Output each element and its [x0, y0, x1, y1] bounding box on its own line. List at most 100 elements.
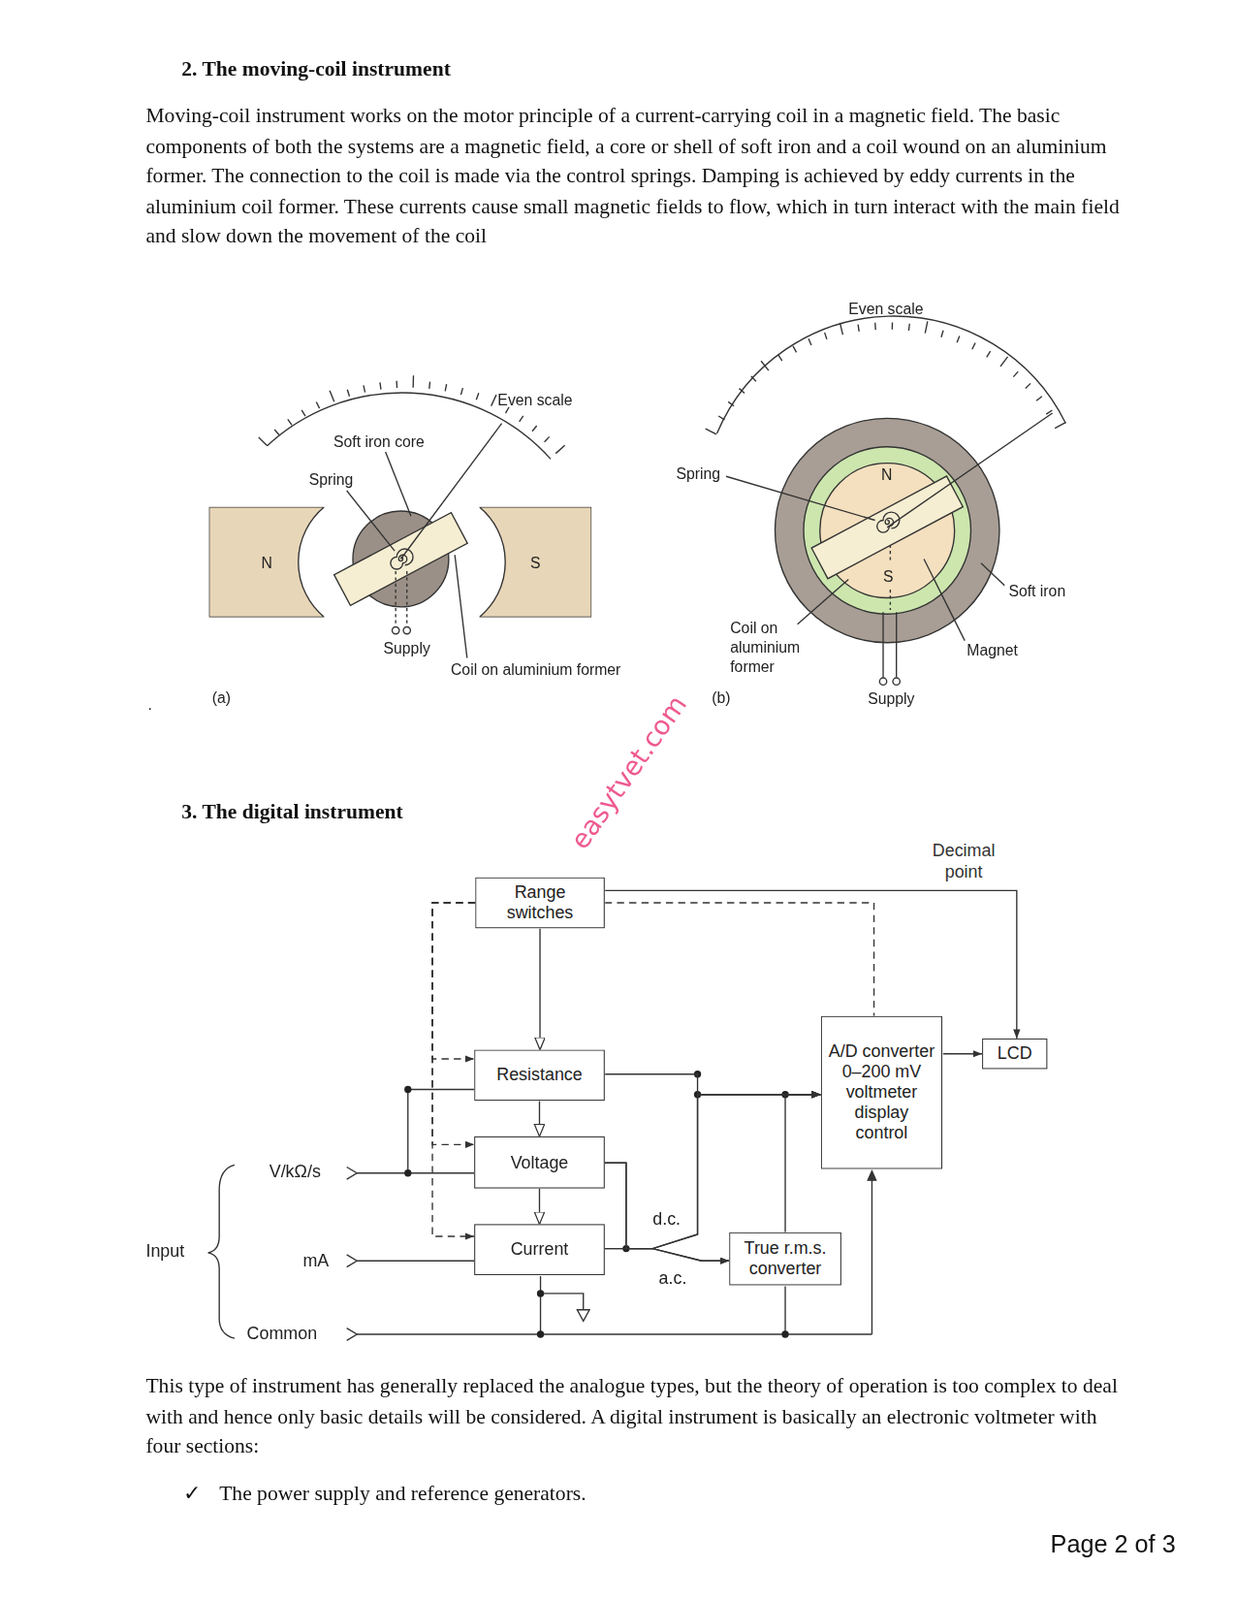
lead	[882, 611, 884, 677]
part-label: Even scale	[848, 299, 923, 318]
scale-tick	[924, 320, 927, 333]
figure-label: (a)	[212, 688, 231, 707]
scale-tick	[428, 381, 431, 389]
process-box: Resistance	[474, 1048, 605, 1101]
wire	[356, 1332, 872, 1334]
scale-tick	[705, 428, 717, 435]
leader-line	[797, 579, 850, 625]
scale-tick	[444, 383, 446, 391]
scale-tick	[986, 350, 991, 357]
lead	[406, 570, 408, 627]
bullet-text: The power supply and reference generator…	[219, 1478, 586, 1509]
connector-line	[604, 1162, 729, 1261]
scale-tick	[751, 376, 757, 381]
part-label: Coil on aluminium former	[729, 617, 814, 676]
leader-line	[923, 558, 965, 640]
connector-line	[432, 902, 476, 1059]
leader-line	[385, 451, 412, 516]
process-box: Range switches	[475, 877, 605, 929]
connector-line	[942, 1052, 983, 1054]
terminal	[403, 626, 411, 634]
scale-tick	[274, 429, 280, 436]
connector-line	[604, 1094, 822, 1249]
scale-tick	[460, 387, 463, 395]
junction-dot	[404, 1085, 412, 1093]
section-heading: 3. The digital instrument	[181, 799, 403, 824]
ground-symbol	[576, 1309, 590, 1322]
scale-tick	[760, 360, 769, 371]
connector-line	[432, 902, 476, 1144]
section-heading: 2. The moving-coil instrument	[181, 57, 451, 81]
node-text: Voltage	[510, 1151, 570, 1173]
junction-dot	[404, 1169, 412, 1176]
scale-tick	[301, 410, 306, 416]
scale-tick	[532, 425, 538, 432]
process-box: True r.m.s. converter	[728, 1232, 842, 1286]
connector-line	[538, 1100, 540, 1137]
scale-tick	[363, 384, 366, 392]
switch-label: a.c.	[659, 1268, 688, 1290]
leader-line	[981, 563, 1005, 586]
connector-line	[538, 1188, 540, 1225]
scale-tick	[874, 322, 877, 330]
scale-tick	[287, 418, 292, 425]
body-text: Moving-coil instrument works on the moto…	[145, 100, 1130, 252]
scale-tick	[824, 332, 827, 340]
magnet-axis	[889, 589, 891, 610]
wire	[540, 1293, 584, 1310]
input-terminal	[347, 1254, 358, 1268]
scale-tick	[1054, 422, 1066, 429]
figure-label: (b)	[711, 688, 730, 707]
scale-tick	[475, 392, 479, 400]
scale-tick	[839, 322, 843, 335]
connector-line	[604, 889, 1017, 1039]
spring	[877, 511, 900, 533]
connector-line	[604, 1248, 729, 1262]
terminal-label: mA	[302, 1250, 329, 1271]
magnet-pole: S	[478, 507, 592, 618]
leader-line	[726, 475, 876, 520]
wire	[408, 1089, 475, 1173]
edge-label: Decimal point	[920, 839, 1007, 883]
stray-mark: .	[148, 695, 153, 714]
scale-tick	[891, 321, 894, 329]
wire	[784, 1286, 786, 1334]
node-text: Current	[510, 1238, 570, 1260]
scale-tick	[1000, 356, 1008, 367]
scale-tick	[329, 390, 335, 403]
terminal-label: Supply	[867, 689, 915, 708]
pole-label: N	[881, 466, 892, 485]
input-terminal	[347, 1328, 358, 1341]
terminal	[892, 677, 900, 685]
pole-label: S	[883, 567, 894, 586]
scale-tick	[808, 338, 812, 346]
part-label: Spring	[309, 470, 354, 489]
body-text: This type of instrument has generally re…	[145, 1370, 1130, 1461]
node-text: N	[260, 553, 272, 571]
scale-tick	[941, 330, 944, 338]
pole-outline	[209, 507, 325, 618]
connector-line	[432, 902, 476, 1236]
part-label: Coil on aluminium former	[450, 661, 621, 680]
scale-tick	[1025, 382, 1031, 388]
process-box: Current	[474, 1223, 605, 1275]
scale-tick	[908, 323, 911, 331]
scale-tick	[956, 335, 960, 343]
scale-ticks	[258, 375, 566, 453]
input-brace	[208, 1164, 235, 1338]
junction-dot	[781, 1330, 789, 1337]
node-text: Resistance	[496, 1064, 582, 1085]
node-text: S	[530, 553, 541, 571]
scale-tick	[718, 415, 725, 420]
scale-tick	[792, 346, 796, 352]
scale-tick	[491, 394, 497, 406]
connector-line	[604, 902, 875, 1016]
leader-line	[347, 490, 395, 551]
scale-tick	[555, 444, 565, 453]
scale-tick	[395, 380, 398, 388]
input-terminal	[347, 1166, 358, 1179]
terminal-label: V/kΩ/s	[269, 1161, 321, 1182]
magnet-pole: N	[209, 507, 325, 618]
scale-tick	[258, 437, 268, 446]
